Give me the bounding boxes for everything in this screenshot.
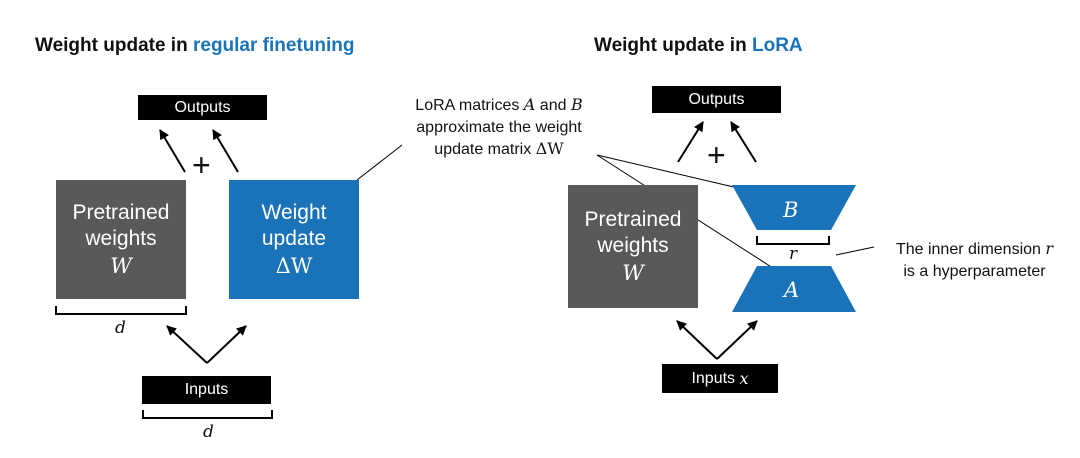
left-title-highlight: regular finetuning [192,35,355,56]
right-pretrained-line1: Pretrained [584,208,682,232]
weight-update-line1: Weight [261,201,327,225]
rank-annotation-line1: The inner dimension r [895,239,1054,258]
weight-update-box: Weight update ΔW [229,180,359,299]
left-title-prefix: Weight update in [35,35,193,56]
right-inputs-box: Inputs x [662,364,778,393]
right-title-prefix: Weight update in [594,35,752,56]
lora-annotation-line2: approximate the weight [416,118,582,136]
lora-matrices-annotation: LoRA matrices A and B approximate the we… [368,94,630,161]
matrix-b-shape [732,185,856,230]
right-inputs-label: Inputs [691,369,736,387]
left-pretrained-weights-box: Pretrained weights W [56,180,186,299]
left-pretrained-line1: Pretrained [72,201,170,225]
annotation-line-update [356,144,403,181]
right-inputs-symbol: x [739,369,749,388]
left-output-arrow-pretrained [159,129,186,173]
right-title: Weight update in LoRA [594,35,803,57]
matrix-a-shape [732,266,856,312]
left-pretrained-line2: weights [85,227,157,251]
left-output-arrow-update [212,129,239,173]
annotation-line-rank [835,246,875,256]
left-input-arrow-pretrained [166,325,208,364]
rank-annotation-line2: is a hyperparameter [903,262,1046,280]
right-output-arrow-pretrained [677,121,704,163]
weight-update-line2: update [261,227,327,251]
inputs-dim-label: d [203,422,214,442]
right-outputs-box: Outputs [652,86,781,113]
right-pretrained-line2: weights [597,234,669,258]
matrix-b-label: B [783,198,799,222]
left-pretrained-symbol: W [110,253,132,278]
rank-bracket [756,236,830,245]
lora-annotation-line3: update matrix ΔW [434,139,564,159]
left-inputs-label: Inputs [184,381,229,398]
right-input-arrow-a [716,320,758,360]
rank-annotation: The inner dimension r is a hyperparamete… [872,238,1077,282]
annotation-line-b [596,154,756,193]
left-outputs-box: Outputs [138,95,267,120]
right-plus-sign: + [707,137,726,173]
right-pretrained-symbol: W [622,260,644,285]
right-output-arrow-b [730,121,757,163]
lora-annotation-line1: LoRA matrices A and B [415,95,583,114]
left-dim-bracket [55,306,187,315]
left-dim-label: d [115,318,126,338]
right-title-highlight: LoRA [751,35,803,56]
weight-update-symbol: ΔW [275,253,313,278]
left-inputs-box: Inputs [142,376,271,404]
rank-label: r [789,244,798,264]
matrix-a-label: A [784,278,800,302]
right-pretrained-weights-box: Pretrained weights W [568,185,698,308]
right-input-arrow-pretrained [676,320,718,360]
left-input-arrow-update [206,325,247,364]
left-plus-sign: + [192,147,211,183]
right-outputs-label: Outputs [688,90,745,108]
left-outputs-label: Outputs [174,98,231,116]
inputs-dim-bracket [142,410,273,419]
left-title: Weight update in regular finetuning [35,35,354,57]
